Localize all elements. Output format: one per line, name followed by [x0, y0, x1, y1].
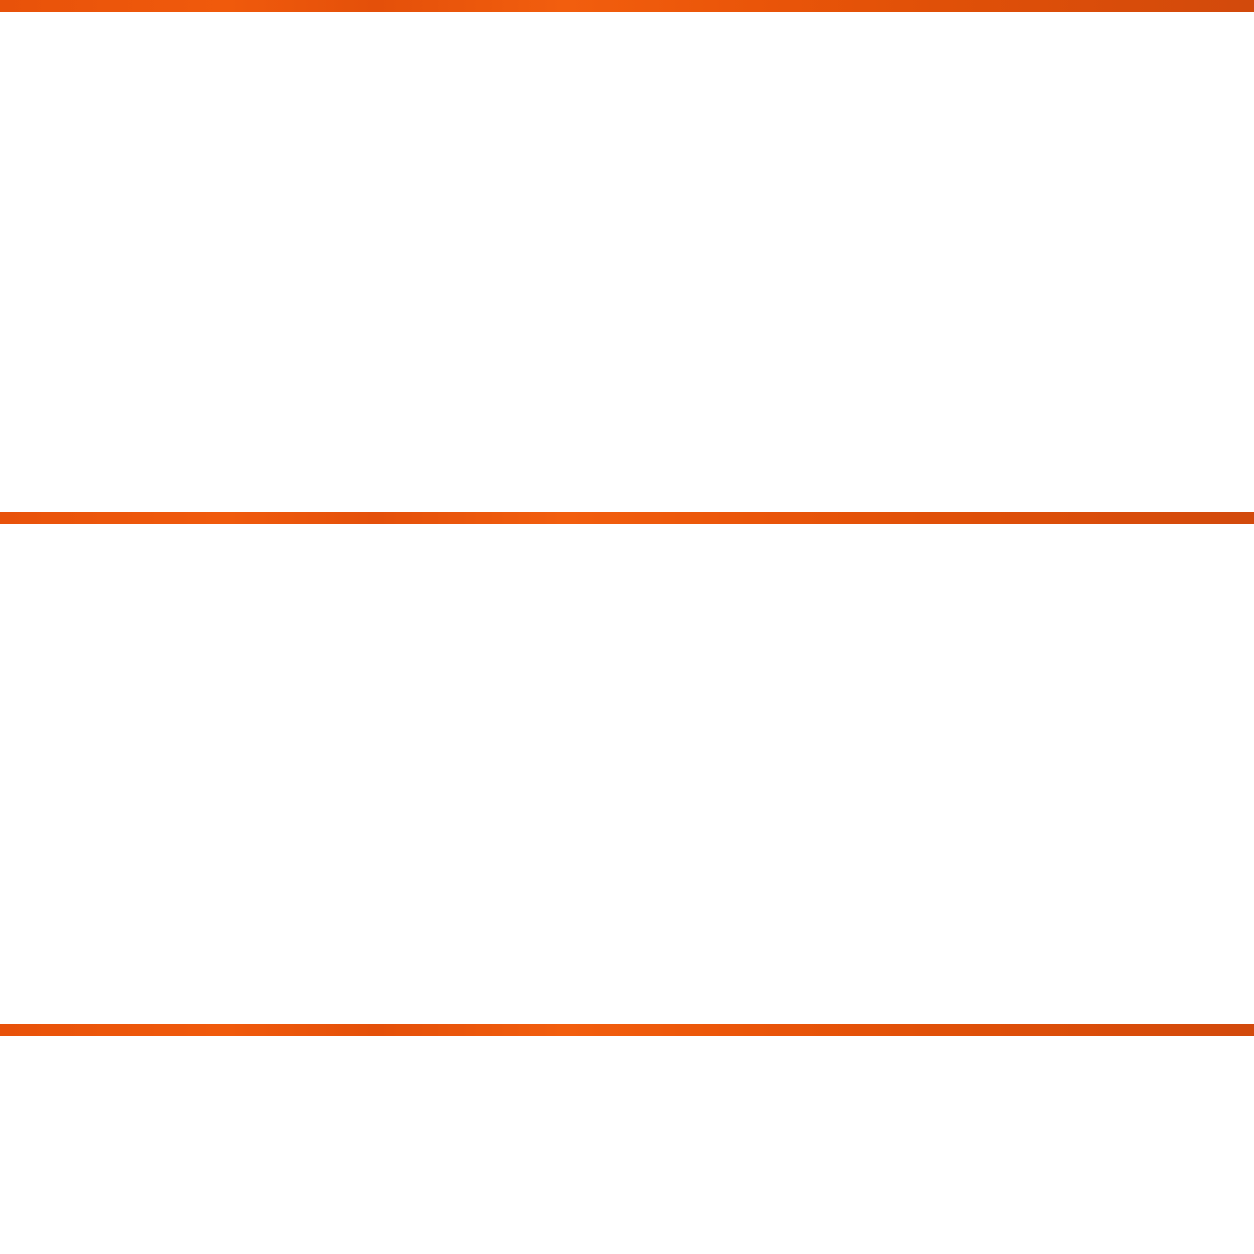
- blank-panel-bottom: [0, 1036, 1254, 1254]
- blank-panel-top: [0, 12, 1254, 512]
- middle-orange-stripe: [0, 512, 1254, 524]
- bottom-orange-stripe: [0, 1024, 1254, 1036]
- blank-panel-middle: [0, 524, 1254, 1024]
- top-orange-stripe: [0, 0, 1254, 12]
